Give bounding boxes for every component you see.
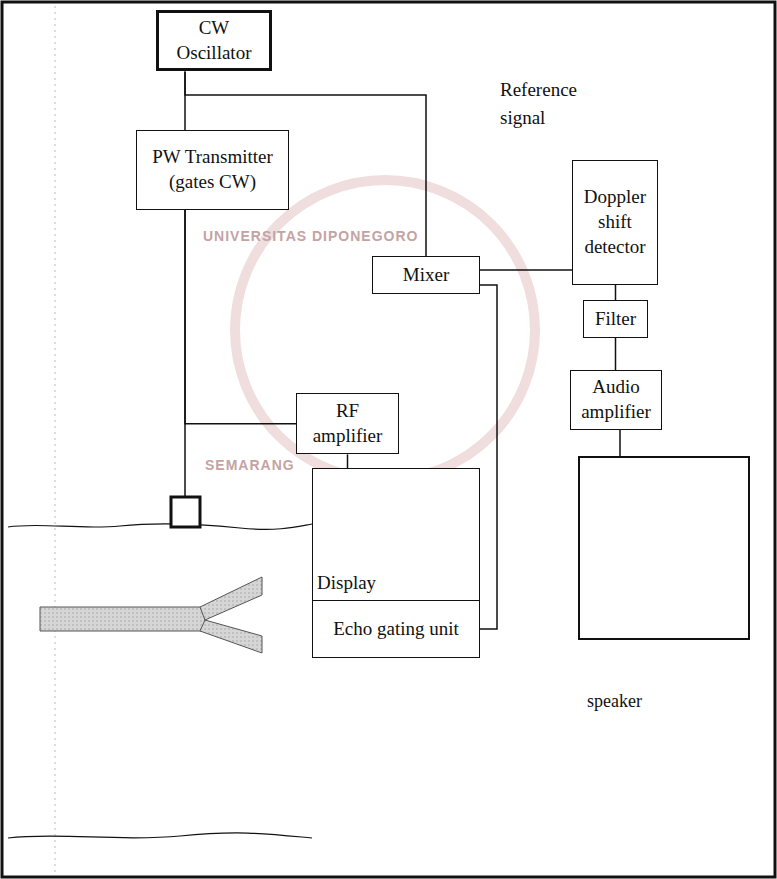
vessel-branch-lower: [200, 620, 262, 653]
box-label: RF amplifier: [297, 399, 398, 448]
connector: [615, 338, 616, 370]
tissue-outline: [8, 833, 312, 838]
vessel-branch-upper: [200, 577, 262, 620]
connector: [480, 270, 572, 271]
speaker-box: speaker: [578, 456, 750, 640]
connector: [347, 454, 348, 468]
box-label: Audio amplifier: [571, 375, 661, 424]
filter-box: Filter: [583, 300, 648, 338]
box-label: PW Transmitter (gates CW): [137, 145, 288, 194]
box-label: Doppler shift detector: [573, 185, 657, 259]
connector-line: [615, 285, 617, 300]
skin-surface: [8, 524, 312, 530]
connector-line: [480, 269, 572, 271]
connector: [615, 285, 616, 300]
connector: [480, 285, 497, 629]
oscillator-box: CW Oscillator: [156, 10, 272, 71]
display-box: Display: [312, 468, 480, 600]
watermark: UNIVERSITAS DIPONEGORO: [203, 226, 418, 246]
box-label: speaker: [584, 690, 645, 713]
transmitter-box: PW Transmitter (gates CW): [136, 130, 289, 210]
watermark: SEMARANG: [205, 455, 295, 475]
box-label: Mixer: [400, 263, 452, 288]
box-label: CW Oscillator: [159, 16, 269, 65]
connector-line: [480, 285, 497, 629]
scan-line: [55, 6, 56, 873]
transducer: [171, 497, 200, 527]
audio-amplifier-box: Audio amplifier: [570, 370, 662, 430]
vessel-trunk: [40, 607, 205, 631]
connector-line: [615, 338, 617, 370]
signal-label: Reference signal: [500, 76, 590, 131]
rf-amplifier-box: RF amplifier: [296, 393, 399, 454]
watermark-emblem: [235, 180, 535, 480]
echo-gating-box: Echo gating unit: [312, 600, 480, 658]
detector-box: Doppler shift detector: [572, 160, 658, 285]
connector-line: [347, 454, 349, 468]
mixer-box: Mixer: [372, 256, 480, 294]
box-label: Display: [313, 571, 376, 600]
box-label: Echo gating unit: [330, 617, 462, 642]
box-label: Filter: [592, 307, 639, 332]
